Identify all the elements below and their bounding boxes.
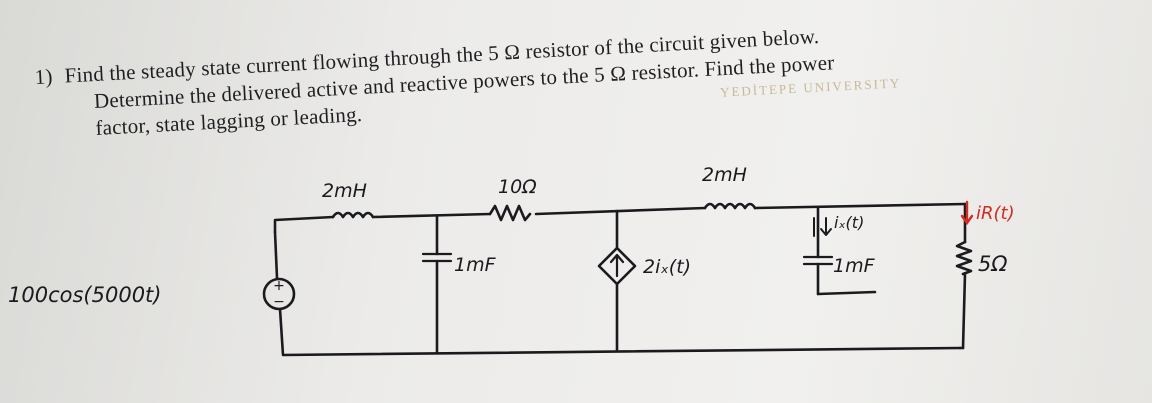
inductor-2-symbol xyxy=(703,202,757,210)
ir-label: iR(t) xyxy=(976,203,1015,224)
ix-label: iₓ(t) xyxy=(834,213,864,232)
voltage-source-label: 100cos(5000t) xyxy=(8,283,161,307)
resistor-1-label: 10Ω xyxy=(498,176,537,198)
resistor-2-label: 5Ω xyxy=(978,252,1007,276)
wire-top-4 xyxy=(753,202,967,210)
dependent-source-label: 2iₓ(t) xyxy=(643,256,691,278)
wire-bottom xyxy=(278,307,962,357)
inductor-1-label: 2mH xyxy=(322,180,367,202)
source-plus-sign: + xyxy=(273,278,285,294)
ir-arrow xyxy=(960,200,974,226)
source-minus-sign: − xyxy=(273,294,285,310)
resistor-2-symbol xyxy=(955,240,973,276)
wire-top-2 xyxy=(371,212,492,219)
wire-source-top xyxy=(273,230,279,280)
capacitor-2-label: 1mF xyxy=(833,255,876,277)
resistor-1-symbol xyxy=(488,204,532,222)
wire-top-3 xyxy=(534,206,707,216)
inductor-2-label: 2mH xyxy=(702,164,747,186)
wire-top-left xyxy=(273,215,335,234)
inductor-1-symbol xyxy=(331,211,375,219)
capacitor-1-label: 1mF xyxy=(454,254,497,276)
circuit-wires xyxy=(262,202,973,357)
